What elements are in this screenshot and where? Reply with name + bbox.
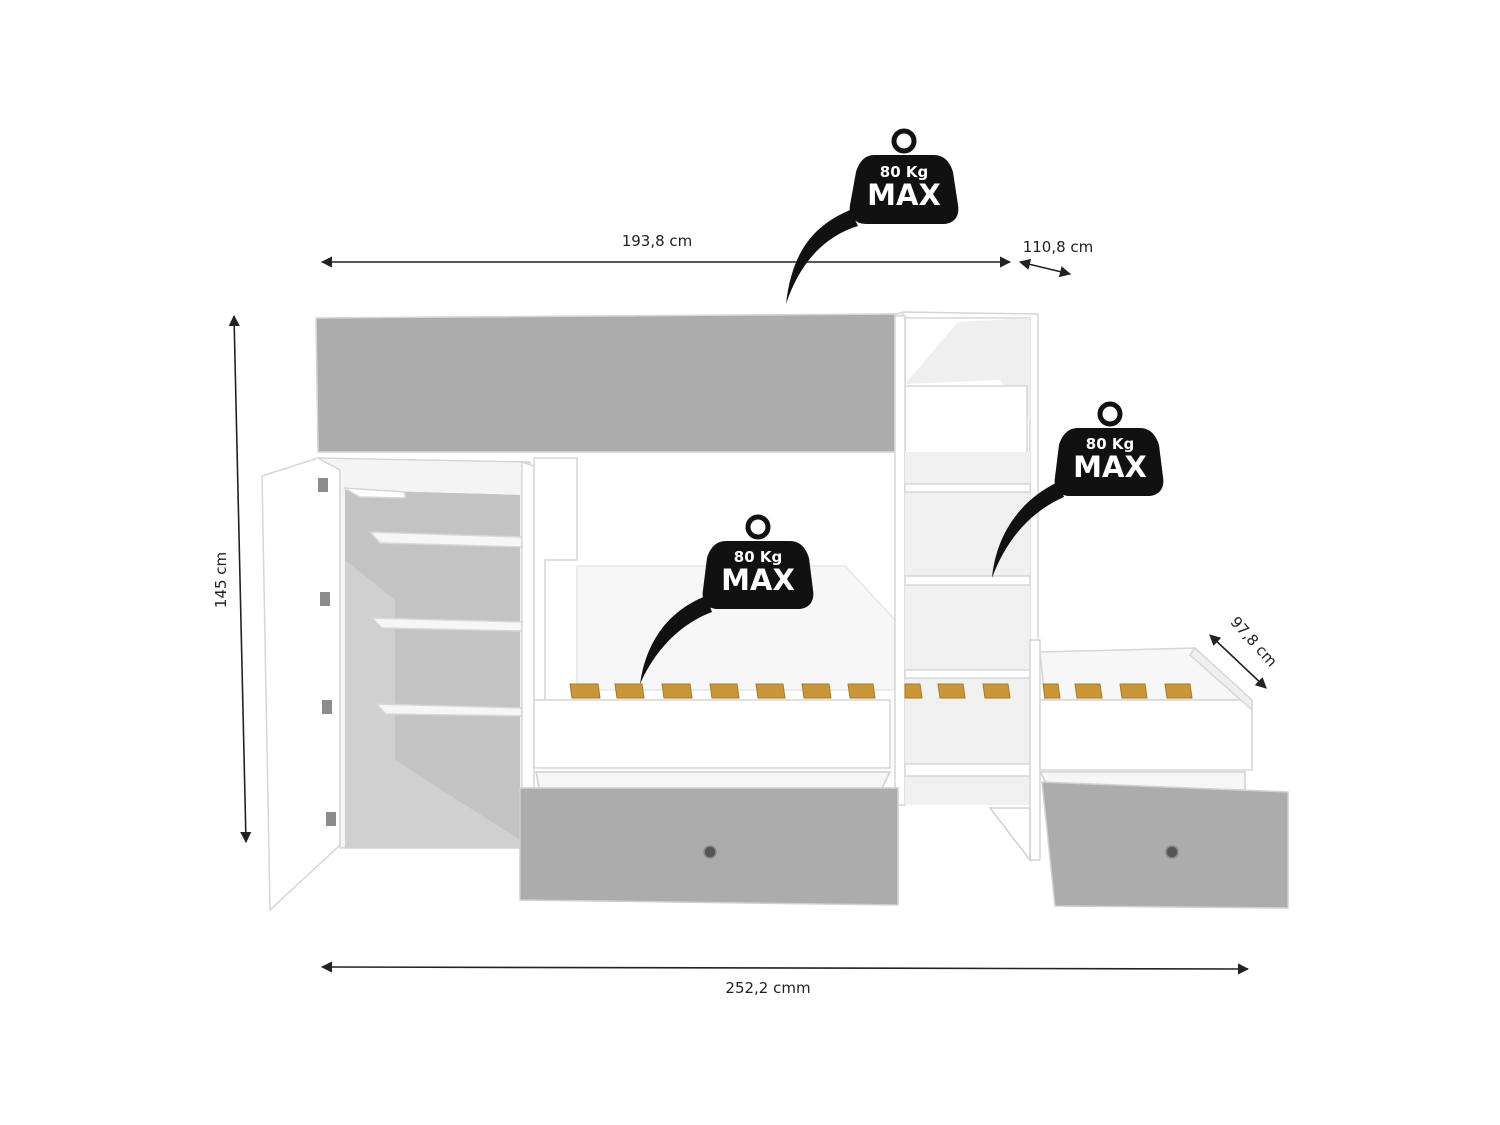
weight-icon xyxy=(849,155,959,224)
drawer-handle xyxy=(1165,845,1179,859)
weight-ring-icon xyxy=(891,128,917,154)
bed-illustration xyxy=(261,311,1253,912)
top-bunk-panel xyxy=(315,313,896,453)
svg-text:80 Kg: 80 Kg xyxy=(734,548,782,566)
lower-bed-front xyxy=(533,699,891,769)
bed-slats xyxy=(569,683,1193,699)
svg-text:80 Kg: 80 Kg xyxy=(1086,435,1134,453)
dimension-lines xyxy=(228,256,1267,975)
weight-badge-top: 80 Kg MAX xyxy=(786,128,959,304)
dim-line-depth-low xyxy=(1209,634,1267,689)
ladder-rung xyxy=(904,763,1031,777)
dim-label-depth-low: 97,8 cm xyxy=(1227,613,1281,670)
shelf-box xyxy=(904,385,1028,456)
wardrobe-door xyxy=(261,457,341,912)
ladder-left-rail xyxy=(894,315,906,806)
dim-label-total-length: 252,2 cmm xyxy=(725,979,810,997)
dim-line-total-length xyxy=(320,961,1250,975)
drawer-handle xyxy=(703,845,717,859)
dim-line-height xyxy=(228,314,252,844)
weight-badge-lower: 80 Kg MAX xyxy=(640,514,814,684)
ladder-rung xyxy=(904,483,1031,493)
drawer-right-front xyxy=(1041,781,1289,909)
svg-text:MAX: MAX xyxy=(721,563,795,597)
badge-pointer xyxy=(992,482,1064,578)
badge-pointer xyxy=(640,596,712,684)
weight-badge-right: 80 Kg MAX xyxy=(992,401,1164,578)
lower-bed-post xyxy=(533,457,578,701)
svg-text:80 Kg: 80 Kg xyxy=(880,163,928,181)
hanging-rail xyxy=(343,487,406,499)
dim-label-depth-top: 110,8 cm xyxy=(1023,238,1094,256)
dim-line-depth-top xyxy=(1018,258,1072,278)
right-bed-front xyxy=(1039,699,1253,771)
svg-text:MAX: MAX xyxy=(1073,450,1147,484)
ladder-rung xyxy=(904,669,1031,679)
door-hinges xyxy=(318,478,336,826)
dim-label-length-top: 193,8 cm xyxy=(622,232,693,250)
weight-ring-icon xyxy=(745,514,771,540)
svg-text:MAX: MAX xyxy=(867,178,941,212)
weight-icon xyxy=(702,541,814,609)
weight-icon xyxy=(1054,428,1164,496)
drawers xyxy=(519,771,1289,909)
ladder-rung xyxy=(904,575,1031,586)
dim-label-height: 145 cm xyxy=(212,552,230,608)
badge-pointer xyxy=(786,210,858,304)
weight-ring-icon xyxy=(1097,401,1123,427)
